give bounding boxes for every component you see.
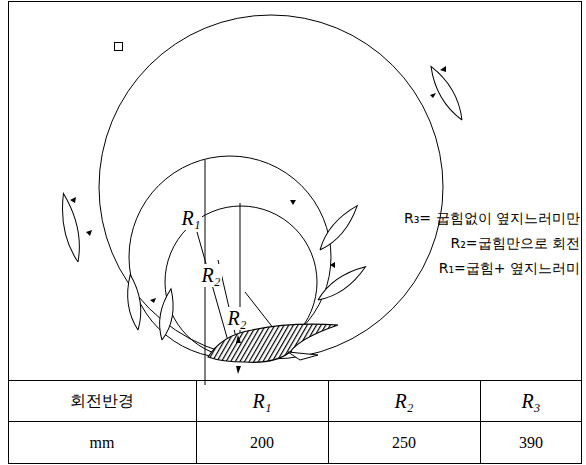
table-header: 회전반경 — [70, 392, 134, 410]
table-cell: 200 — [250, 434, 274, 452]
turning-circle-r3 — [99, 15, 443, 359]
outer-frame — [9, 2, 582, 464]
fish-tail — [288, 352, 318, 360]
fin-tick — [70, 197, 76, 203]
legend-note: R₁=굽힘+ 옆지느러미 — [439, 260, 580, 276]
legend-note: R₂=굽힘만으로 회전 — [450, 235, 580, 251]
fish-silhouette — [315, 202, 361, 254]
table-cell: 390 — [519, 434, 543, 452]
fish-body — [208, 324, 338, 362]
fin-tick — [440, 66, 446, 72]
table-cell: mm — [90, 434, 115, 452]
table-rule — [480, 380, 481, 464]
fin-tick — [330, 262, 335, 268]
fin-tick — [86, 230, 92, 236]
table-rule — [8, 380, 582, 381]
table-cell: 250 — [392, 434, 416, 452]
table-rule — [328, 380, 329, 464]
table-rule — [196, 380, 197, 464]
radius-label: R₁ — [180, 207, 201, 230]
table-rule — [8, 421, 582, 422]
fin-tick — [430, 93, 436, 98]
radius-label: R₂ — [226, 307, 247, 330]
fish-silhouette — [124, 274, 144, 331]
fish-silhouette — [425, 63, 467, 123]
radius-line — [197, 232, 232, 355]
marker-square — [115, 43, 123, 51]
fish-silhouette — [57, 192, 84, 263]
fish-silhouette — [315, 262, 369, 305]
pectoral-fin — [236, 335, 241, 374]
table-header: R₂ — [394, 390, 413, 413]
fish-silhouette — [156, 288, 177, 341]
table-header: R₁ — [252, 390, 271, 413]
legend-note: R₃= 굽힘없이 옆지느러미만 — [404, 210, 580, 226]
fin-tick — [150, 298, 156, 303]
radius-label: R₂ — [200, 264, 221, 287]
fin-tick — [290, 200, 296, 205]
table-header: R₃ — [521, 390, 540, 413]
